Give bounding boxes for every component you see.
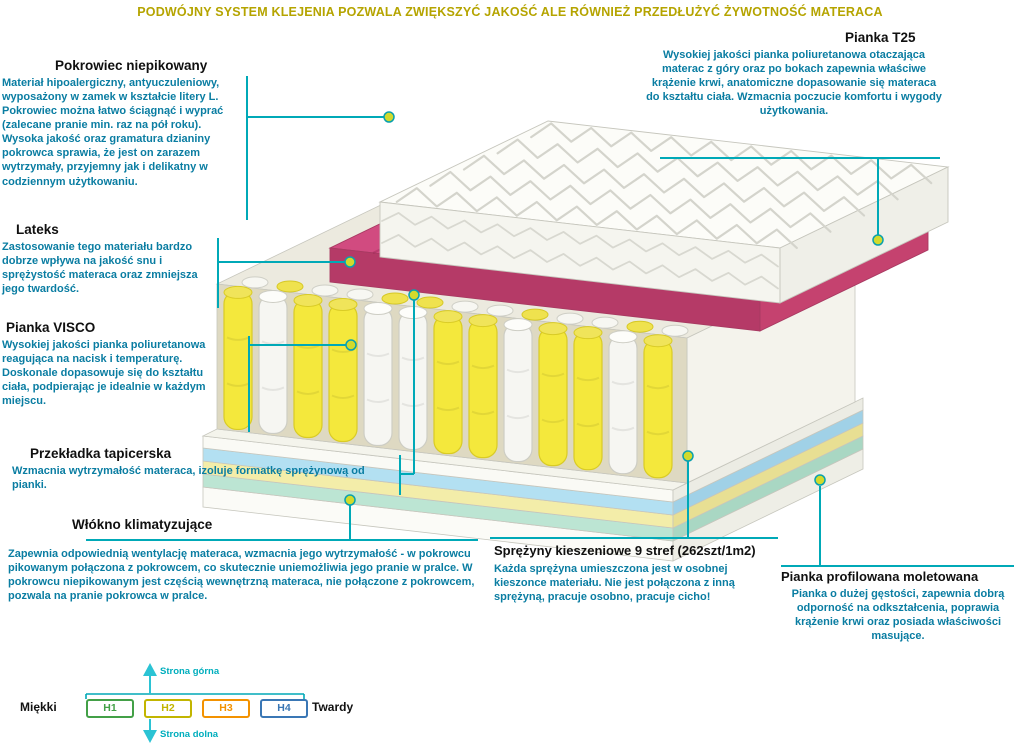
hardness-scale-art (85, 663, 305, 743)
annotation-body-lateks: Zastosowanie tego materiału bardzo dobrz… (2, 241, 198, 296)
annotation-title-visco: Pianka VISCO (6, 320, 96, 335)
annotation-title-t25: Pianka T25 (845, 30, 916, 45)
bottom-side-label: Strona dolna (160, 729, 219, 740)
hardness-chip-h4: H4 (260, 699, 308, 718)
annotation-title-sprezyny: Sprężyny kieszeniowe 9 stref (262szt/1m2… (494, 543, 756, 558)
up-arrow-icon (143, 663, 157, 694)
annotation-body-visco: Wysokiej jakości pianka poliuretanowa re… (2, 339, 206, 408)
annotation-body-sprezyny: Każda sprężyna umieszczona jest w osobne… (494, 563, 735, 604)
hardness-bracket (85, 693, 305, 699)
bottom-layers (201, 397, 864, 562)
annotation-body-przekladka: Wzmacnia wytrzymałość materaca, izoluje … (12, 465, 365, 492)
pocket-springs (223, 276, 689, 479)
cover-edge-quilting (381, 212, 779, 290)
down-arrow-icon (143, 719, 157, 743)
annotation-title-wlokno: Włókno klimatyzujące (72, 517, 213, 532)
annotation-body-profilowana: Pianka o dużej gęstości, zapewnia dobrą … (791, 588, 1005, 643)
hardness-chip-h2: H2 (144, 699, 192, 718)
annotation-body-pokrowiec: Materiał hipoalergiczny, antyuczuleniowy… (2, 77, 224, 188)
annotation-body-t25: Wysokiej jakości pianka poliuretanowa ot… (646, 49, 942, 118)
annotation-title-profilowana: Pianka profilowana moletowana (781, 569, 979, 584)
annotation-title-pokrowiec: Pokrowiec niepikowany (55, 58, 208, 73)
quilted-cover-layer (378, 120, 950, 304)
top-side-label: Strona górna (160, 666, 220, 677)
hardness-label: Twardy (312, 700, 354, 714)
connector-endpoint-dots (344, 111, 884, 506)
annotation-title-lateks: Lateks (16, 222, 59, 237)
top-banner: PODWÓJNY SYSTEM KLEJENIA POZWALA ZWIĘKSZ… (137, 5, 883, 19)
annotation-connector-lines (86, 76, 1014, 567)
cover-zigzag-quilting (395, 122, 933, 249)
hardness-chip-h1: H1 (86, 699, 134, 718)
annotation-title-przekladka: Przekładka tapicerska (30, 446, 172, 461)
softness-label: Miękki (20, 700, 57, 714)
annotation-body-wlokno: Zapewnia odpowiednią wentylację materaca… (8, 548, 475, 603)
hardness-chip-h3: H3 (202, 699, 250, 718)
